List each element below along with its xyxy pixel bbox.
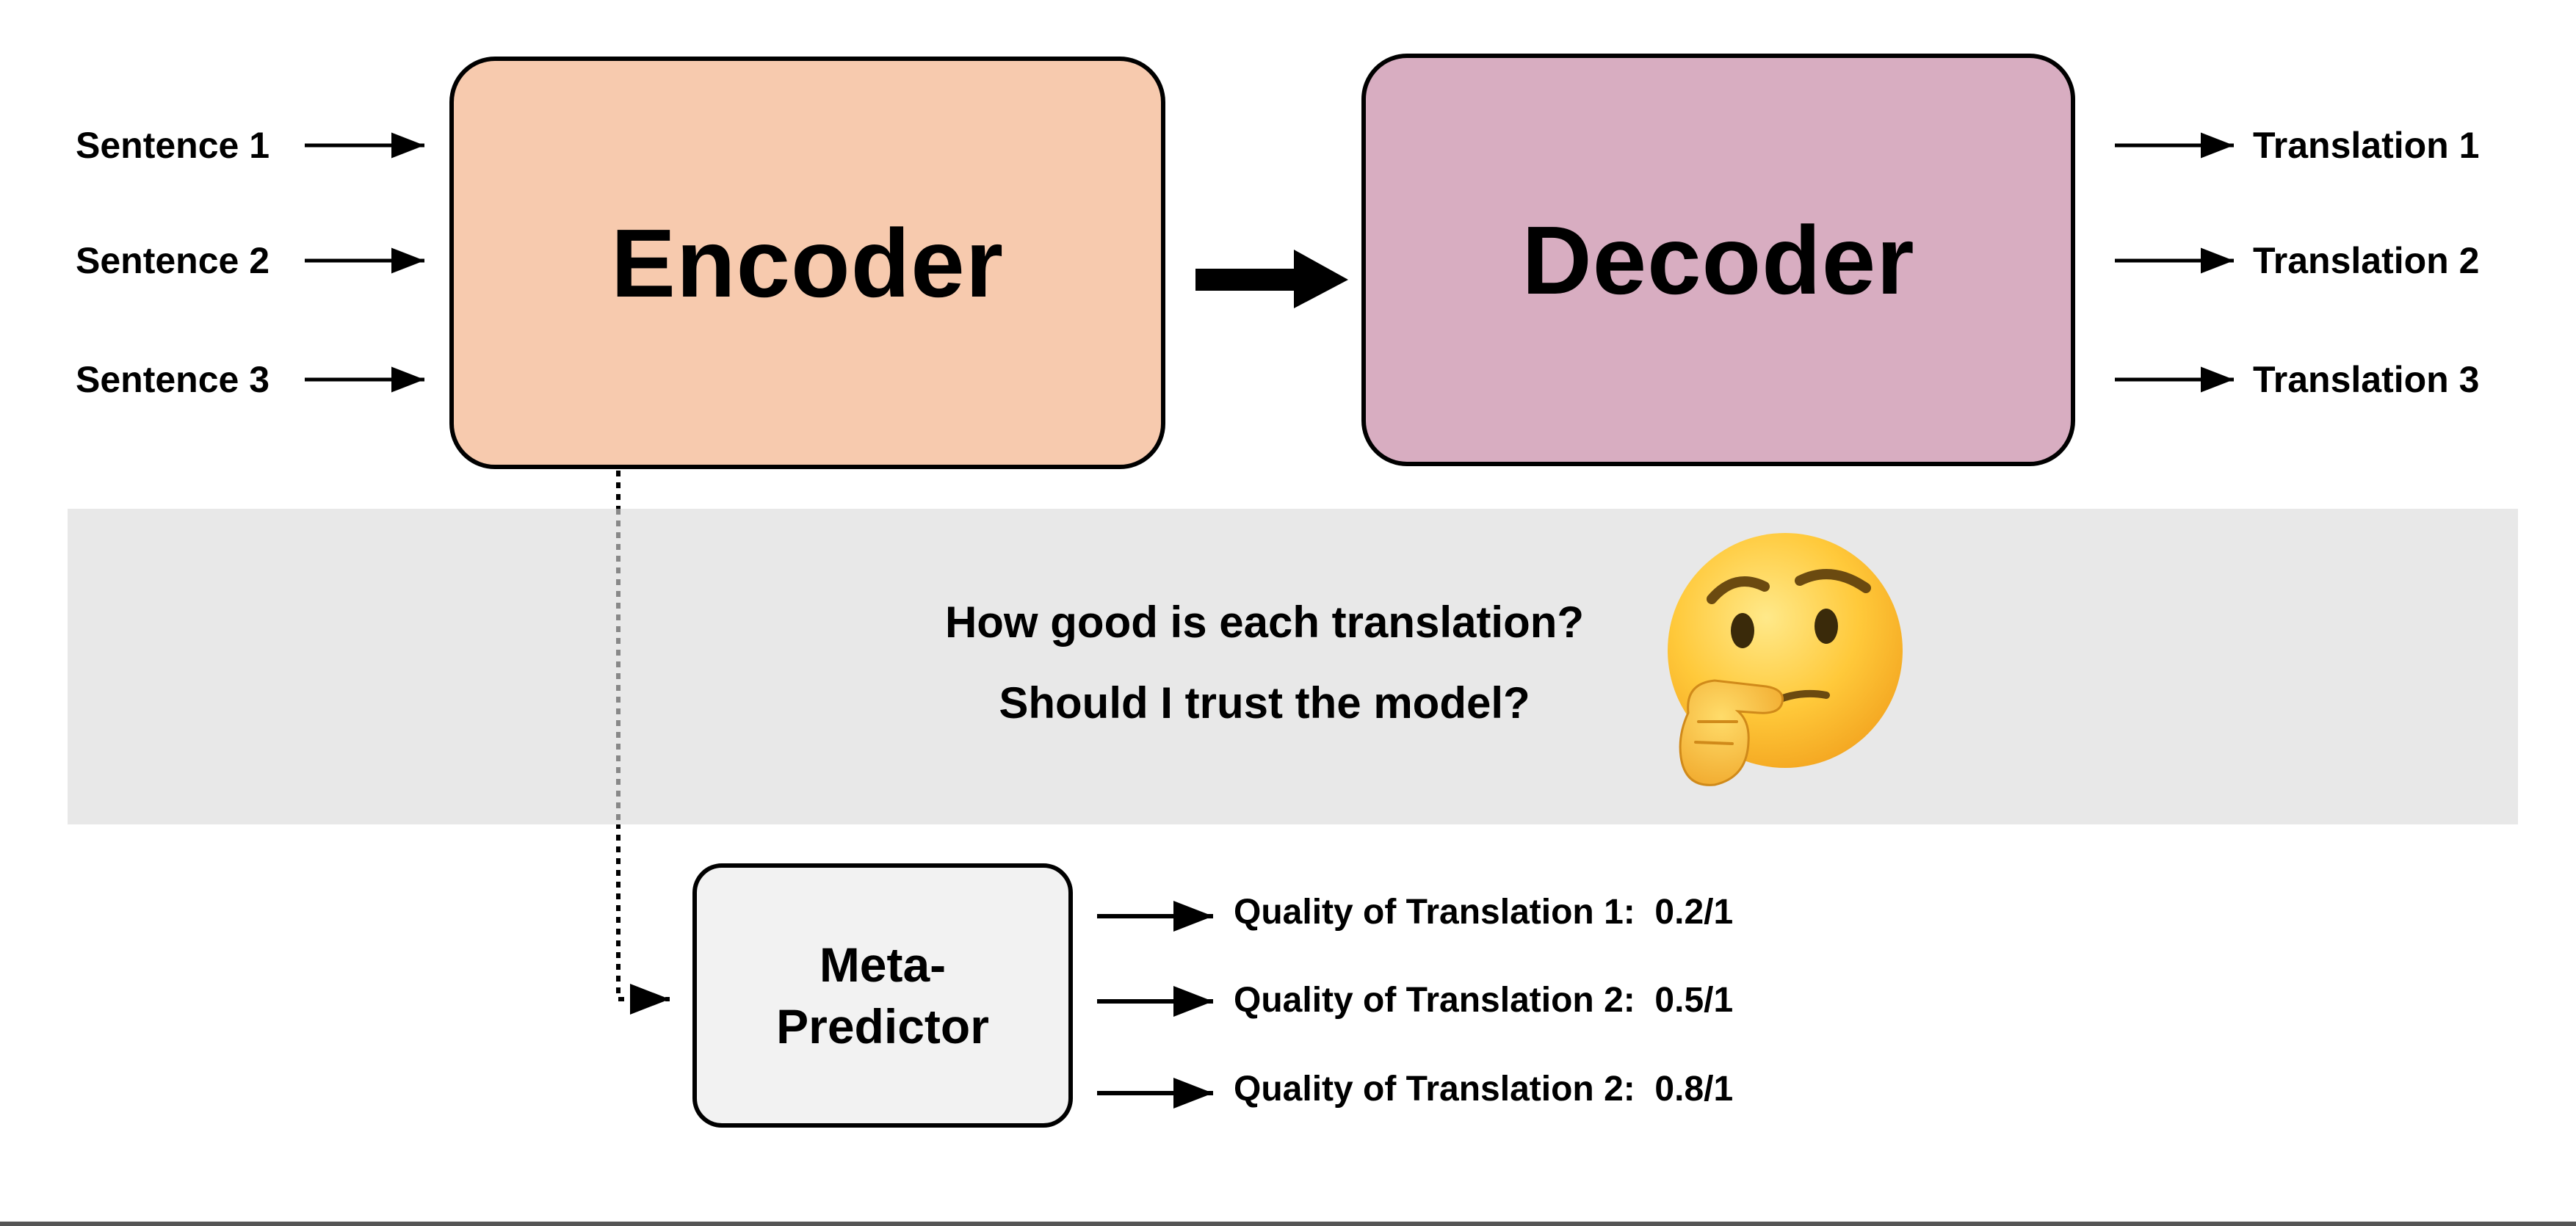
question-line-1: How good is each translation? (944, 598, 1585, 647)
meta-predictor-line-2: Predictor (776, 999, 989, 1053)
output-translation-1: Translation 1 (2253, 125, 2480, 166)
bottom-edge-divider (0, 1222, 2576, 1226)
decoder-label: Decoder (1522, 206, 1915, 314)
quality-output-1: Quality of Translation 1: 0.2/1 (1234, 895, 1733, 930)
meta-predictor-line-1: Meta- (819, 937, 947, 992)
quality-label-2: Quality of Translation 2: (1234, 981, 1635, 1020)
input-sentence-1: Sentence 1 (76, 125, 270, 166)
input-sentence-3: Sentence 3 (76, 359, 270, 400)
output-translation-2: Translation 2 (2253, 240, 2480, 281)
quality-score-1: 0.2/1 (1654, 893, 1734, 932)
quality-output-2: Quality of Translation 2: 0.5/1 (1234, 983, 1733, 1018)
quality-score-2: 0.5/1 (1654, 981, 1734, 1020)
input-sentence-2: Sentence 2 (76, 240, 270, 281)
quality-score-3: 0.8/1 (1654, 1070, 1734, 1109)
quality-label-1: Quality of Translation 1: (1234, 893, 1635, 932)
meta-predictor-box: Meta- Predictor (692, 863, 1073, 1128)
quality-output-3: Quality of Translation 2: 0.8/1 (1234, 1072, 1733, 1107)
question-band: How good is each translation? Should I t… (68, 509, 2518, 824)
encoder-to-decoder-arrow (1195, 250, 1348, 308)
encoder-label: Encoder (610, 208, 1005, 317)
encoder-box: Encoder (449, 57, 1165, 469)
thinking-face-icon (1668, 533, 1903, 786)
question-line-2: Should I trust the model? (999, 678, 1530, 728)
output-translation-3: Translation 3 (2253, 359, 2480, 400)
decoder-box: Decoder (1361, 54, 2075, 466)
quality-label-3: Quality of Translation 2: (1234, 1070, 1635, 1109)
